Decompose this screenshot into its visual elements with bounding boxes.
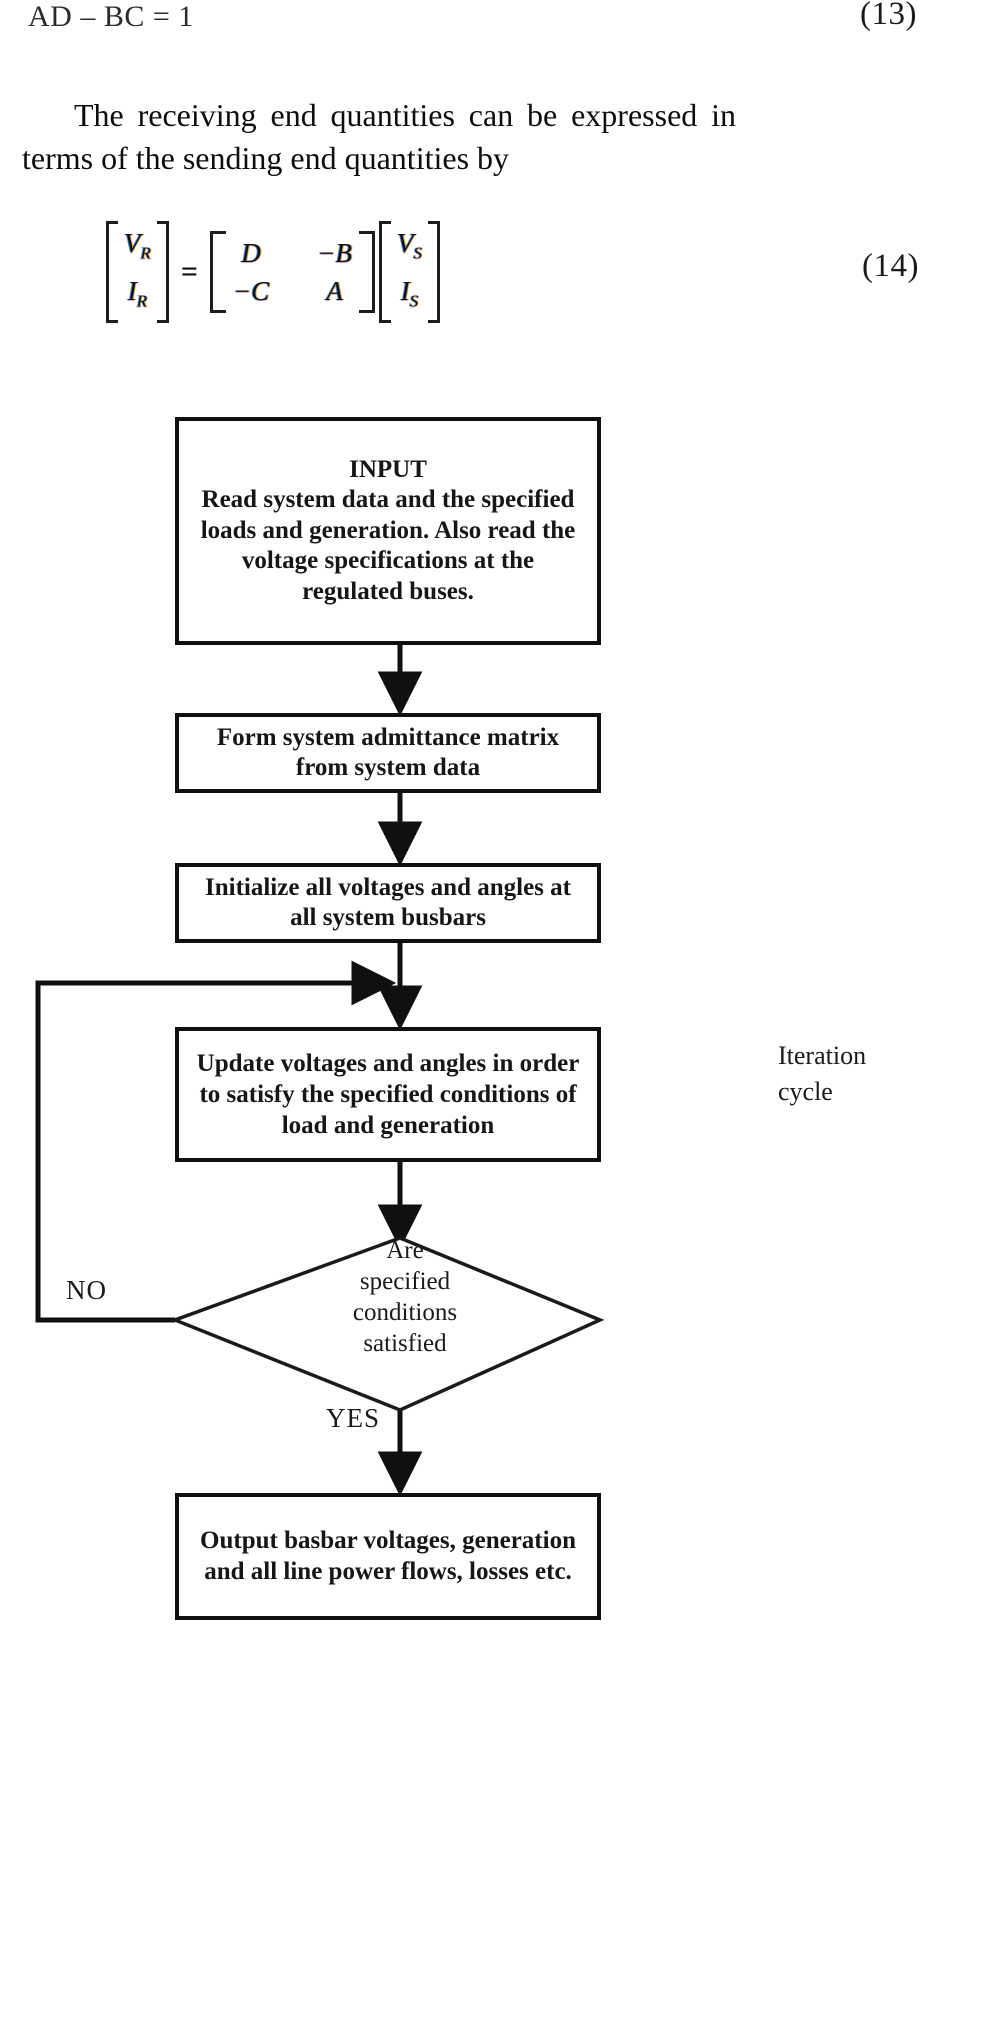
flowchart-node-output[interactable]: Output basbar voltages, generation and a…	[175, 1493, 601, 1620]
flowchart-node-output-text: Output basbar voltages, generation and a…	[200, 1527, 576, 1585]
equation-14-matrix: VR IR = D −C −B A VS IS	[104, 220, 442, 324]
label-no: NO	[66, 1275, 107, 1305]
paragraph-text: The receiving end quantities can be expr…	[22, 97, 736, 176]
matrix-cell-IS: IS	[400, 276, 419, 311]
equation-13-number: (13)	[860, 0, 917, 32]
flowchart-node-input-text: INPUT Read system data and the specified …	[179, 455, 597, 608]
flowchart-node-input-body: Read system data and the specified loads…	[200, 486, 576, 605]
matrix-cell-VR: VR	[124, 227, 151, 262]
subscript-S: S	[409, 291, 419, 311]
arrow-feedback-loop-no	[35, 960, 397, 1323]
matrix-cell-minus-C: −C	[233, 276, 270, 306]
label-iteration-cycle: Iteration cycle	[778, 1041, 867, 1106]
coefficient-column-1: D −C	[226, 231, 276, 313]
flowchart-node-update-text: Update voltages and angles in order to s…	[196, 1050, 580, 1139]
flowchart: INPUT Read system data and the specified …	[0, 400, 984, 2024]
sending-end-vector: VS IS	[378, 220, 440, 324]
coefficient-column-2: −B A	[310, 231, 359, 313]
matrix-cell-IR: IR	[127, 276, 148, 311]
matrix-cell-minus-B: −B	[317, 238, 352, 268]
body-paragraph: The receiving end quantities can be expr…	[22, 94, 736, 180]
subscript-R: R	[136, 291, 148, 311]
decision-diamond	[170, 1236, 605, 1412]
flowchart-node-admittance-text: Form system admittance matrix from syste…	[216, 723, 560, 782]
subscript-R: R	[140, 243, 151, 262]
flowchart-node-initialize[interactable]: Initialize all voltages and angles at al…	[175, 863, 601, 943]
flowchart-node-input-heading: INPUT	[349, 455, 427, 483]
label-yes: YES	[326, 1403, 381, 1433]
subscript-S: S	[413, 243, 422, 262]
flowchart-connectors	[35, 645, 605, 1497]
matrix-cell-D: D	[241, 238, 261, 268]
flowchart-node-initialize-text: Initialize all voltages and angles at al…	[205, 873, 571, 932]
equals-sign: =	[180, 255, 198, 288]
flowchart-node-decision-text: Are specified conditions satisfied	[352, 1237, 458, 1357]
matrix-cell-VS: VS	[396, 227, 422, 262]
receiving-end-vector: VR IR	[106, 220, 169, 324]
flowchart-node-input[interactable]: INPUT Read system data and the specified …	[175, 417, 601, 645]
equation-13-expression: AD – BC = 1	[28, 0, 194, 33]
matrix-cell-A: A	[326, 276, 343, 306]
coefficient-matrix: D −C −B A	[210, 231, 375, 313]
receiving-end-column: VR IR	[117, 221, 158, 324]
document-text-region: AD – BC = 1 (13) The receiving end quant…	[0, 0, 984, 400]
flowchart-node-update[interactable]: Update voltages and angles in order to s…	[175, 1027, 601, 1162]
equation-14-number: (14)	[862, 248, 919, 284]
flowchart-node-admittance[interactable]: Form system admittance matrix from syste…	[175, 713, 601, 793]
sending-end-column: VS IS	[390, 221, 429, 324]
